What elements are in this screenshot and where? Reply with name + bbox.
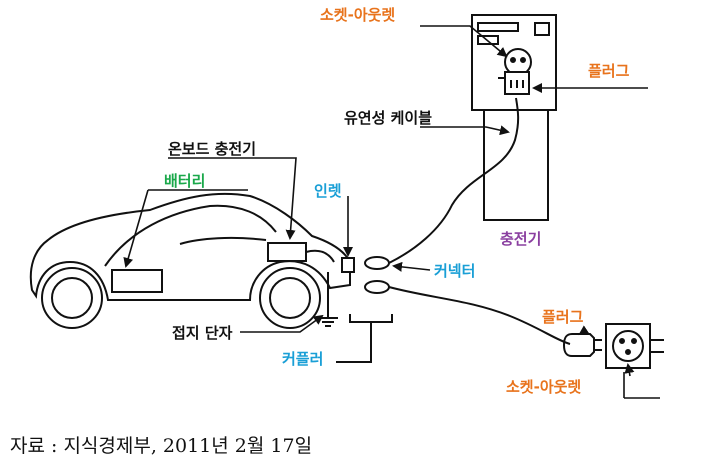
- label-flexible-cable: 유연성 케이블: [344, 109, 432, 127]
- label-coupler: 커플러: [282, 350, 323, 368]
- car-roof-inner: [104, 204, 277, 267]
- bottom-socket: [612, 330, 644, 362]
- coupler-bracket: [349, 314, 393, 323]
- leader-connector: [392, 261, 431, 272]
- leader-onboard: [168, 157, 297, 240]
- connector-bottom: [364, 280, 390, 294]
- inlet-box: [341, 257, 355, 273]
- rear-wheel: [41, 267, 103, 329]
- leader-ground: [240, 314, 324, 333]
- leader-plug-bottom: [578, 325, 590, 336]
- portable-plug-socket: [562, 323, 664, 369]
- leader-flex-cable: [420, 125, 510, 136]
- label-ground-terminal: 접지 단자: [172, 324, 233, 342]
- label-battery: 배터리: [164, 172, 205, 190]
- leader-socket-top: [420, 25, 508, 58]
- source-caption: 자료 : 지식경제부, 2011년 2월 17일: [10, 435, 312, 457]
- label-charger: 충전기: [500, 230, 541, 248]
- connector-top: [364, 256, 390, 270]
- leader-lines: [126, 25, 648, 377]
- rear-wheel-inner: [51, 277, 93, 319]
- label-connector: 커넥터: [434, 262, 475, 280]
- station-cabinet: [471, 14, 557, 111]
- flexible-cable: [388, 97, 520, 264]
- onboard-charger-box: [267, 242, 307, 262]
- label-socket-outlet-top: 소켓-아웃렛: [320, 6, 395, 24]
- car-window-line: [179, 236, 267, 245]
- inlet-cable: [305, 249, 335, 263]
- ground-terminal: [318, 272, 338, 327]
- label-socket-outlet-bottom: 소켓-아웃렛: [506, 378, 581, 396]
- label-plug-top: 플러그: [588, 62, 630, 80]
- leader-socket-bottom: [624, 363, 635, 377]
- label-plug-bottom: 플러그: [542, 308, 584, 326]
- station-panel-3: [534, 22, 550, 36]
- station-panel-2: [477, 35, 499, 45]
- label-onboard-charger: 온보드 충전기: [168, 140, 256, 158]
- leader-battery: [126, 189, 248, 266]
- car-outline: [29, 192, 351, 301]
- station-pedestal: [483, 110, 549, 221]
- front-wheel: [259, 267, 321, 329]
- station-panel-1: [477, 22, 519, 32]
- portable-cable: [388, 286, 571, 345]
- battery-box: [111, 269, 163, 293]
- charging-station: [471, 14, 557, 221]
- cables: [388, 97, 571, 345]
- bottom-plug: [562, 333, 595, 357]
- label-inlet: 인렛: [314, 182, 342, 200]
- car: [29, 192, 355, 329]
- front-wheel-inner: [269, 277, 311, 319]
